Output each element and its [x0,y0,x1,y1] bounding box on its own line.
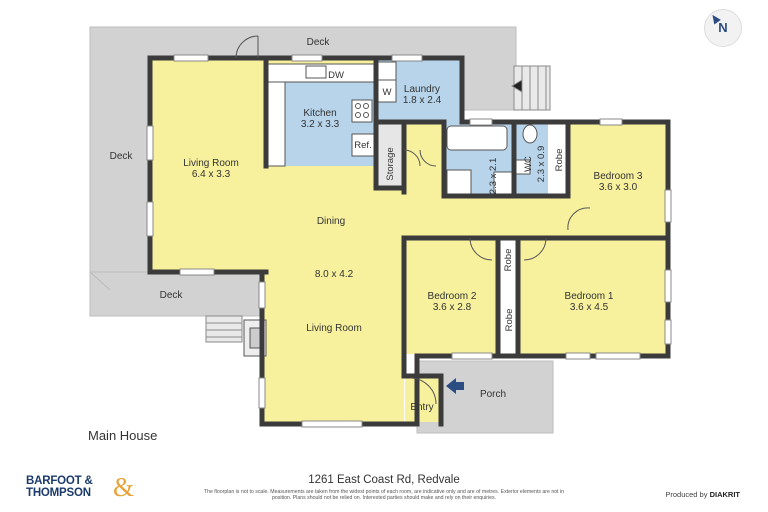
logo-ampersand: & [113,472,135,502]
property-address: 1261 East Coast Rd, Redvale [308,474,460,486]
produced-by-label: Produced by [665,490,708,499]
disclaimer: The floorplan is not to scale. Measureme… [203,489,565,502]
kitchen-sink [305,65,327,79]
deck-top-label: Deck [307,37,331,48]
robe-bedroom-1-label: Robe [504,309,515,332]
section-title: Main House [88,428,158,443]
dining-label: Dining [317,216,345,227]
steps-bottom-left [205,315,243,343]
deck-bottom-label: Deck [160,290,184,301]
windows [146,54,672,428]
bathtub [446,125,508,151]
produced-by-brand: DIAKRIT [709,490,740,499]
walls [147,55,671,427]
kitchen-dim: 3.2 x 3.3 [301,119,340,130]
bedroom-1-area [517,240,667,354]
combined-dim: 8.0 x 4.2 [315,269,354,280]
robe-bedroom-2 [499,240,517,278]
kitchen-label: Kitchen [303,108,336,119]
laundry-tub [377,61,397,81]
deck-left-label: Deck [110,151,134,162]
shower [446,169,472,195]
wc-label: WC [523,156,534,172]
entry-area [405,376,439,422]
compass-label: N [718,20,728,35]
robe-bedroom-3 [548,122,568,196]
produced-by: Produced by DIAKRIT [665,490,740,499]
steps-right [511,65,551,111]
doors [235,35,591,405]
storage-area [376,122,404,188]
bedroom-1-dim: 3.6 x 4.5 [570,302,609,313]
fixtures [243,61,538,357]
bedroom-1-label: Bedroom 1 [565,291,614,302]
bath-dim: 2.3 x 2.1 [488,158,499,194]
dw-label: DW [328,70,344,81]
wc-dim: 2.3 x 0.9 [536,146,547,182]
bedroom-2-area [405,240,499,354]
storage-label: Storage [385,147,396,180]
bedroom-2-dim: 3.6 x 2.8 [433,302,472,313]
toilet [522,124,538,144]
robe-bedroom-1 [499,288,517,354]
entry-label: Entry [410,402,433,413]
stove [351,99,373,123]
bedroom-3-dim: 3.6 x 3.0 [599,182,638,193]
bench-left [265,81,286,167]
porch-label: Porch [480,389,506,400]
compass-icon: N [704,9,742,47]
laundry-label: Laundry [404,84,440,95]
logo-line-1: BARFOOT & [26,475,93,487]
laundry-dim: 1.8 x 2.4 [403,95,442,106]
bedroom-2-label: Bedroom 2 [428,291,477,302]
living-room-1-label: Living Room [183,158,239,169]
robe-bedroom-2-label: Robe [503,249,514,272]
ref-label: Ref. [354,140,371,151]
hallway-area [404,122,568,238]
living-room-1-area [150,58,266,272]
living-room-1-dim: 6.4 x 3.3 [192,169,231,180]
brand-logo: BARFOOT & THOMPSON & [26,472,136,504]
robe-bedroom-3-label: Robe [554,149,565,172]
bedroom-3-label: Bedroom 3 [594,171,643,182]
entry-arrow-icon [446,378,464,394]
w-label: W [383,87,392,98]
living-room-2-label: Living Room [306,323,362,334]
logo-line-2: THOMPSON [26,487,91,499]
dining-living-area [262,166,405,422]
